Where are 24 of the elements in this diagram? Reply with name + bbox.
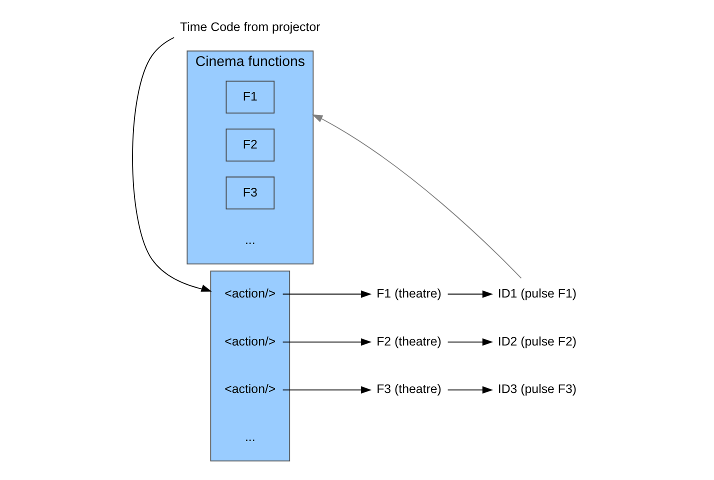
arrow bbox=[132, 37, 212, 292]
node-text: <action/> bbox=[224, 382, 276, 396]
node-text: F1 (theatre) bbox=[376, 286, 441, 300]
arrow bbox=[446, 290, 493, 298]
arrow bbox=[282, 338, 372, 346]
arrow bbox=[282, 290, 372, 298]
arrow bbox=[282, 386, 372, 394]
node-text: F2 (theatre) bbox=[376, 334, 441, 348]
node-text: ID2 (pulse F2) bbox=[497, 334, 576, 348]
arrow bbox=[311, 114, 522, 279]
node-text: ID3 (pulse F3) bbox=[497, 382, 576, 396]
node-text: ID1 (pulse F1) bbox=[497, 286, 576, 300]
label: ... bbox=[244, 233, 255, 248]
cluster bbox=[210, 270, 290, 462]
node-text: <action/> bbox=[224, 334, 276, 348]
arrow bbox=[446, 338, 493, 346]
arrow bbox=[446, 386, 493, 394]
node-text: F3 (theatre) bbox=[376, 382, 441, 396]
label: ... bbox=[244, 430, 255, 444]
node-box: F1 bbox=[225, 80, 274, 114]
node-box: F3 bbox=[225, 176, 274, 210]
node-text: <action/> bbox=[224, 286, 276, 300]
node-text: Time Code from projector bbox=[180, 20, 320, 34]
node-box: F2 bbox=[225, 128, 274, 162]
